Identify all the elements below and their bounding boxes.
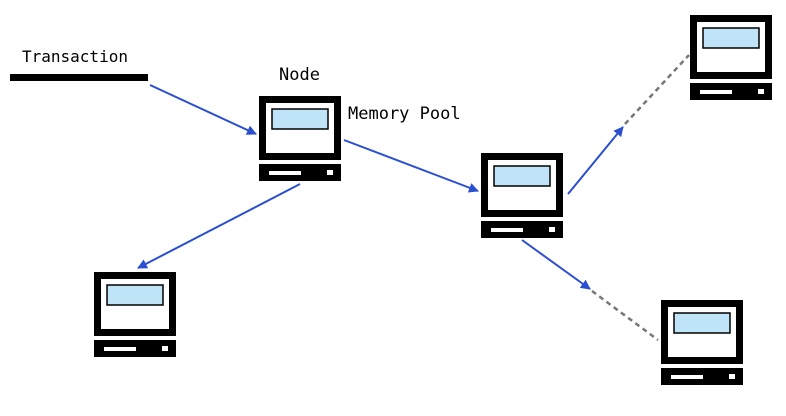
computer-icon-node: [258, 95, 342, 182]
dashed-link-top-right: [624, 54, 690, 125]
memory-pool-label: Memory Pool: [348, 104, 461, 124]
arrow-transaction-to-node: [149, 84, 257, 135]
computer-icon-bottom-left: [93, 271, 177, 358]
transaction-bar: [10, 74, 148, 81]
arrow-center-to-top-right: [567, 126, 624, 195]
arrow-center-to-bottom-right: [521, 239, 591, 290]
computer-icon-top-right: [689, 14, 773, 101]
node-label: Node: [279, 65, 320, 85]
arrow-node-to-center: [343, 139, 479, 193]
computer-icon-bottom-right: [660, 299, 744, 386]
transaction-label: Transaction: [22, 47, 128, 66]
computer-icon-center: [480, 152, 564, 239]
arrow-node-to-bottom-left: [137, 183, 301, 269]
dashed-link-bottom-right: [591, 289, 659, 342]
